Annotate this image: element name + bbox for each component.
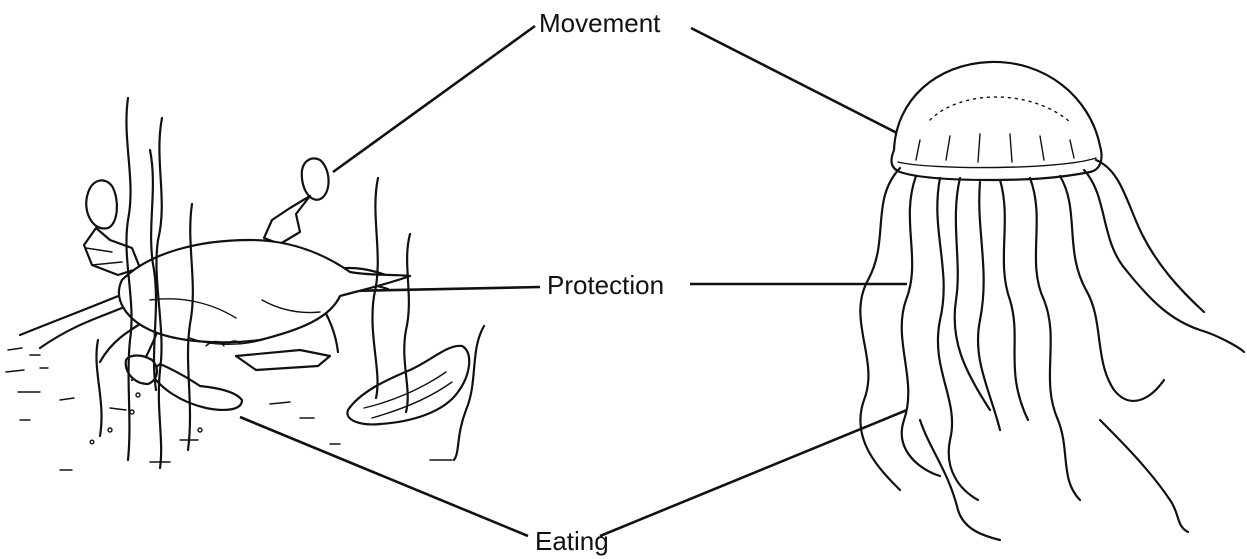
crab-mouthparts — [236, 350, 330, 370]
crab-arm-right — [264, 196, 310, 244]
crab-claw-left-upper — [86, 180, 117, 228]
jellyfish-tentacles — [860, 160, 1244, 540]
crab-claw-right-upper — [302, 158, 329, 199]
leader-movement-jellyfish — [691, 28, 899, 134]
jellyfish-bell — [892, 62, 1102, 180]
label-movement: Movement — [539, 10, 660, 36]
leader-eating-crab — [240, 417, 528, 536]
leader-movement-crab — [333, 26, 535, 172]
jellyfish-illustration — [860, 62, 1244, 540]
oyster-shell — [347, 346, 469, 425]
crab-claw-front-arm — [126, 356, 157, 385]
jellyfish-oral-arms — [955, 178, 1028, 430]
crab-illustration — [6, 98, 484, 470]
label-protection: Protection — [547, 272, 664, 298]
crab-claw-front — [150, 364, 242, 410]
label-eating: Eating — [535, 528, 609, 554]
